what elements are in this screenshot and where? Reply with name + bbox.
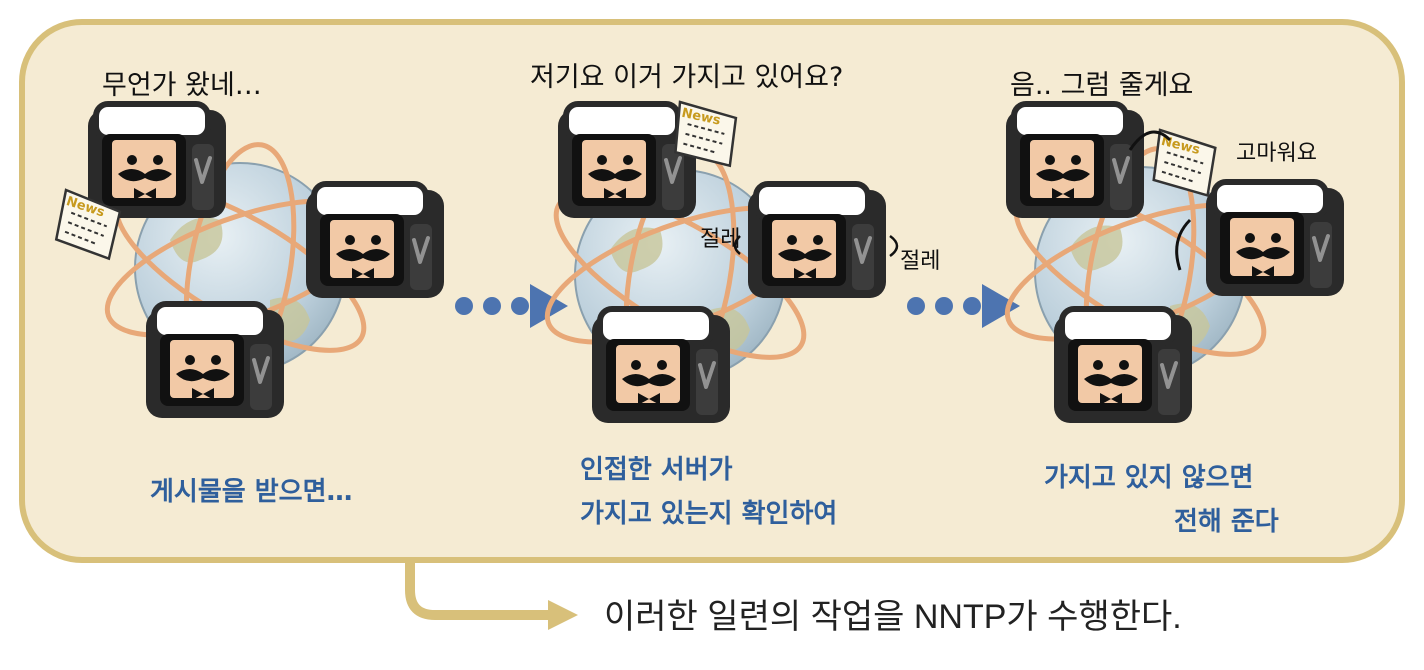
server-mascot-icon xyxy=(306,184,444,298)
step-1: News 무언가 왔네… 게시물을 받으면… xyxy=(48,70,444,507)
dot xyxy=(483,297,501,315)
caption-step-2-line-1: 인접한 서버가 xyxy=(580,455,733,485)
caption-step-3-line-2: 전해 준다 xyxy=(1174,507,1279,537)
progress-arrow-2 xyxy=(907,284,1020,328)
footer-arrow-icon xyxy=(548,600,578,630)
server-mascot-icon xyxy=(558,104,696,218)
speech-give: 음.. 그럼 줄게요 xyxy=(1010,70,1193,101)
footer-connector xyxy=(405,562,548,620)
handoff-arms xyxy=(1128,130,1192,271)
footer-summary: 이러한 일련의 작업을 NNTP가 수행한다. xyxy=(604,598,1182,636)
caption-step-2-line-2: 가지고 있는지 확인하여 xyxy=(580,499,837,529)
server-mascot-icon xyxy=(1054,309,1192,423)
server-mascot-icon xyxy=(88,104,226,218)
speech-received: 무언가 왔네… xyxy=(102,70,262,101)
dot xyxy=(455,297,473,315)
server-mascot-icon xyxy=(1006,104,1144,218)
shake-right-text: 절레 xyxy=(900,249,940,274)
triangle-arrow-icon xyxy=(982,284,1020,328)
server-mascot-icon xyxy=(146,304,284,418)
caption-step-1: 게시물을 받으면… xyxy=(150,477,353,507)
dot xyxy=(511,297,529,315)
speech-question: 저기요 이거 가지고 있어요? xyxy=(530,62,843,93)
shake-lines xyxy=(733,234,899,258)
server-mascot-icon xyxy=(748,184,886,298)
caption-step-3-line-1: 가지고 있지 않으면 xyxy=(1044,463,1253,493)
server-mascot-icon xyxy=(592,309,730,423)
step-2: News 저기요 이거 가지고 있어요? 절레 절레 인접한 서버가 가지고 있… xyxy=(530,62,940,529)
shake-left-text: 절레 xyxy=(700,227,740,252)
step-3: News 음.. 그럼 줄게요 고마워요 가지고 있지 않으면 전해 준다 xyxy=(991,70,1344,537)
server-mascot-icon xyxy=(1206,182,1344,296)
dot xyxy=(935,297,953,315)
speech-thanks: 고마워요 xyxy=(1236,141,1317,166)
dot xyxy=(963,297,981,315)
dot xyxy=(907,297,925,315)
news-paper-icon: News xyxy=(667,100,742,168)
